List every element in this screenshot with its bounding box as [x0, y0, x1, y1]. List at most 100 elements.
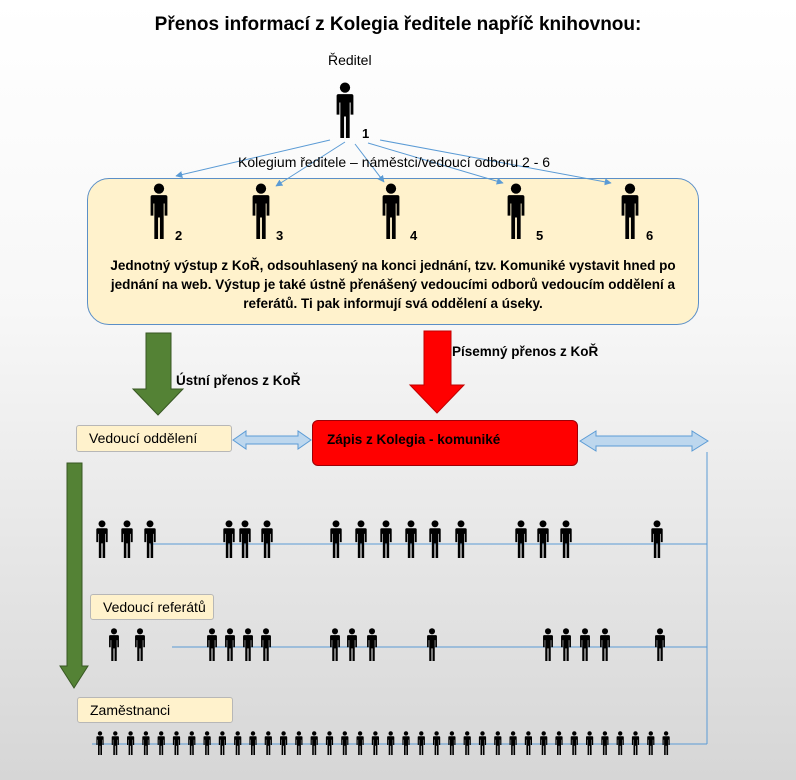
- double-arrow-right: [579, 430, 709, 452]
- department-head-person-icon: [651, 520, 663, 558]
- director-person-icon: [336, 82, 354, 138]
- department-head-person-icon: [537, 520, 549, 558]
- department-head-person-icon: [355, 520, 367, 558]
- unit-head-person-icon: [600, 628, 610, 661]
- employee-person-icon: [570, 731, 578, 755]
- oral-transfer-arrow: [131, 332, 185, 416]
- employee-person-icon: [586, 731, 594, 755]
- employee-person-icon: [111, 731, 119, 755]
- employee-person-icon: [371, 731, 379, 755]
- employee-person-icon: [157, 731, 165, 755]
- unit-head-person-icon: [427, 628, 437, 661]
- member-number-5: 5: [536, 228, 544, 243]
- department-head-person-icon: [560, 520, 572, 558]
- member-number-3: 3: [276, 228, 284, 243]
- unit-head-person-icon: [561, 628, 571, 661]
- employee-person-icon: [203, 731, 211, 755]
- member-number-2: 2: [175, 228, 183, 243]
- director-number: 1: [362, 126, 370, 141]
- employee-person-icon: [402, 731, 410, 755]
- double-arrow-left: [232, 430, 312, 450]
- employee-person-icon: [524, 731, 532, 755]
- member-6-person-icon: [621, 183, 639, 239]
- employee-person-icon: [142, 731, 150, 755]
- employee-person-icon: [310, 731, 318, 755]
- minutes-box: Zápis z Kolegia - komuniké: [312, 420, 578, 466]
- employee-person-icon: [555, 731, 563, 755]
- down-arrow: [59, 462, 89, 689]
- unit-head-person-icon: [207, 628, 217, 661]
- connector-2: [175, 139, 331, 178]
- department-heads-box: Vedoucí oddělení: [76, 425, 232, 452]
- department-head-person-icon: [515, 520, 527, 558]
- unit-head-person-icon: [261, 628, 271, 661]
- employee-person-icon: [96, 731, 104, 755]
- employee-person-icon: [662, 731, 670, 755]
- member-3-person-icon: [252, 183, 270, 239]
- director-connectors: [175, 139, 612, 187]
- unit-head-person-icon: [109, 628, 119, 661]
- kolegium-members: [150, 183, 639, 239]
- unit-head-person-icon: [580, 628, 590, 661]
- unit-head-person-icon: [330, 628, 340, 661]
- employee-person-icon: [448, 731, 456, 755]
- department-head-person-icon: [405, 520, 417, 558]
- department-head-person-icon: [223, 520, 235, 558]
- employee-person-icon: [264, 731, 272, 755]
- written-transfer-label: Písemný přenos z KoŘ: [452, 344, 599, 359]
- employee-person-icon: [234, 731, 242, 755]
- department-head-person-icon: [96, 520, 108, 558]
- connector-5: [367, 142, 504, 185]
- employee-person-icon: [417, 731, 425, 755]
- oral-transfer-label: Ústní přenos z KoŘ: [176, 373, 301, 388]
- employee-person-icon: [631, 731, 640, 755]
- department-head-person-icon: [429, 520, 441, 558]
- unit-head-person-icon: [135, 628, 145, 661]
- unit-head-person-icon: [225, 628, 235, 661]
- employee-person-icon: [463, 731, 471, 755]
- department-head-person-icon: [380, 520, 392, 558]
- employee-person-icon: [509, 731, 517, 755]
- unit-head-person-icon: [347, 628, 357, 661]
- unit-head-person-icon: [543, 628, 553, 661]
- connector-6: [379, 139, 612, 186]
- connector-3: [275, 141, 346, 187]
- member-4-person-icon: [382, 183, 400, 239]
- employee-person-icon: [188, 731, 196, 755]
- department-head-person-icon: [239, 520, 251, 558]
- department-head-person-icon: [330, 520, 342, 558]
- written-transfer-arrow: [408, 330, 466, 414]
- member-5-person-icon: [507, 183, 525, 239]
- member-number-6: 6: [646, 228, 654, 243]
- employee-person-icon: [387, 731, 395, 755]
- member-2-person-icon: [150, 183, 168, 239]
- employees-box: Zaměstnanci: [77, 697, 233, 723]
- employee-person-icon: [601, 731, 609, 755]
- kolegium-description: Jednotný výstup z KoŘ, odsouhlasený na k…: [110, 258, 676, 311]
- department-head-person-icon: [455, 520, 467, 558]
- employee-person-icon: [647, 731, 655, 755]
- employee-person-icon: [249, 731, 257, 755]
- employee-person-icon: [325, 731, 334, 755]
- department-head-person-icon: [144, 520, 156, 558]
- diagram-title: Přenos informací z Kolegia ředitele např…: [154, 14, 642, 35]
- employee-person-icon: [341, 731, 349, 755]
- kolegium-label: Kolegium ředitele – náměstci/vedoucí odb…: [238, 154, 551, 170]
- unit-head-person-icon: [367, 628, 377, 661]
- unit-heads-box: Vedoucí referátů: [90, 594, 214, 620]
- employee-person-icon: [540, 731, 548, 755]
- department-head-person-icon: [121, 520, 133, 558]
- employee-person-icon: [433, 731, 441, 755]
- member-number-4: 4: [410, 228, 418, 243]
- employee-person-icon: [127, 731, 135, 755]
- department-head-person-icon: [261, 520, 273, 558]
- employee-person-icon: [218, 731, 226, 755]
- employee-person-icon: [295, 731, 303, 755]
- employee-person-icon: [478, 731, 487, 755]
- employee-person-icon: [280, 731, 288, 755]
- connector-4: [354, 143, 385, 183]
- employee-person-icon: [616, 731, 624, 755]
- unit-head-person-icon: [655, 628, 665, 661]
- director-label: Ředitel: [328, 52, 372, 68]
